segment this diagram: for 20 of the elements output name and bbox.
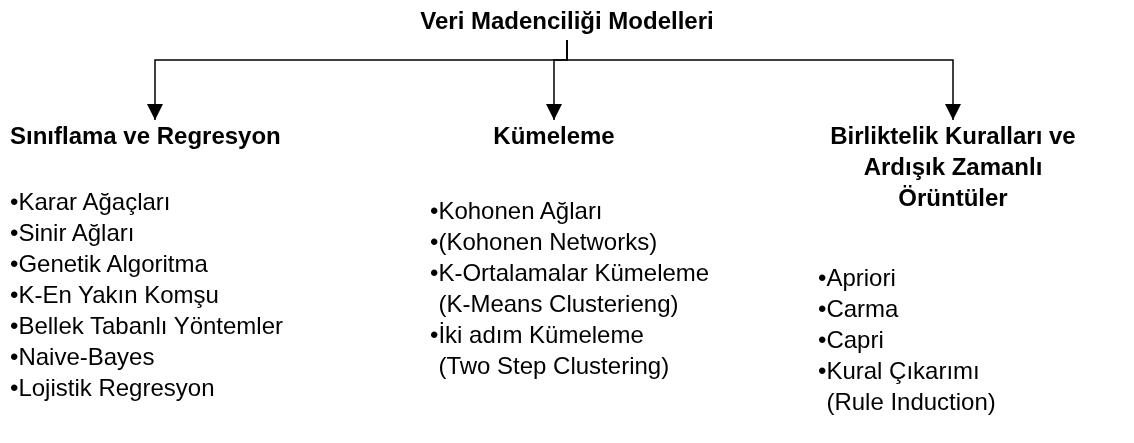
list-item: •Carma	[818, 294, 900, 324]
list-item: •Genetik Algoritma	[10, 249, 209, 279]
list-item: •(Kohonen Networks)	[430, 227, 659, 257]
list-item: •Bellek Tabanlı Yöntemler	[10, 311, 283, 341]
list-item: •K-Ortalamalar Kümeleme (K-Means Clusterieng)	[430, 258, 710, 319]
list-item: •K-En Yakın Komşu	[10, 280, 220, 310]
list-item: •Lojistik Regresyon	[10, 373, 216, 403]
category-heading: Birliktelik Kuralları ve Ardışık Zamanlı Örüntüler	[829, 121, 1077, 213]
list-item: •İki adım Kümeleme (Two Step Clustering)	[430, 320, 671, 381]
list-item: •Sinir Ağları	[10, 218, 136, 248]
diagram-title: Veri Madenciliği Modelleri	[267, 6, 867, 36]
category-heading: Sınıflama ve Regresyon	[10, 121, 282, 151]
list-item: •Kural Çıkarımı (Rule Induction)	[818, 356, 996, 417]
list-item: •Naive-Bayes	[10, 342, 156, 372]
category-heading: Kümeleme	[492, 121, 616, 151]
list-item: •Karar Ağaçları	[10, 187, 172, 217]
list-item: •Apriori	[818, 263, 897, 293]
list-item: •Kohonen Ağları	[430, 196, 604, 226]
list-item: •Capri	[818, 325, 885, 355]
connector-arrow	[566, 39, 961, 121]
